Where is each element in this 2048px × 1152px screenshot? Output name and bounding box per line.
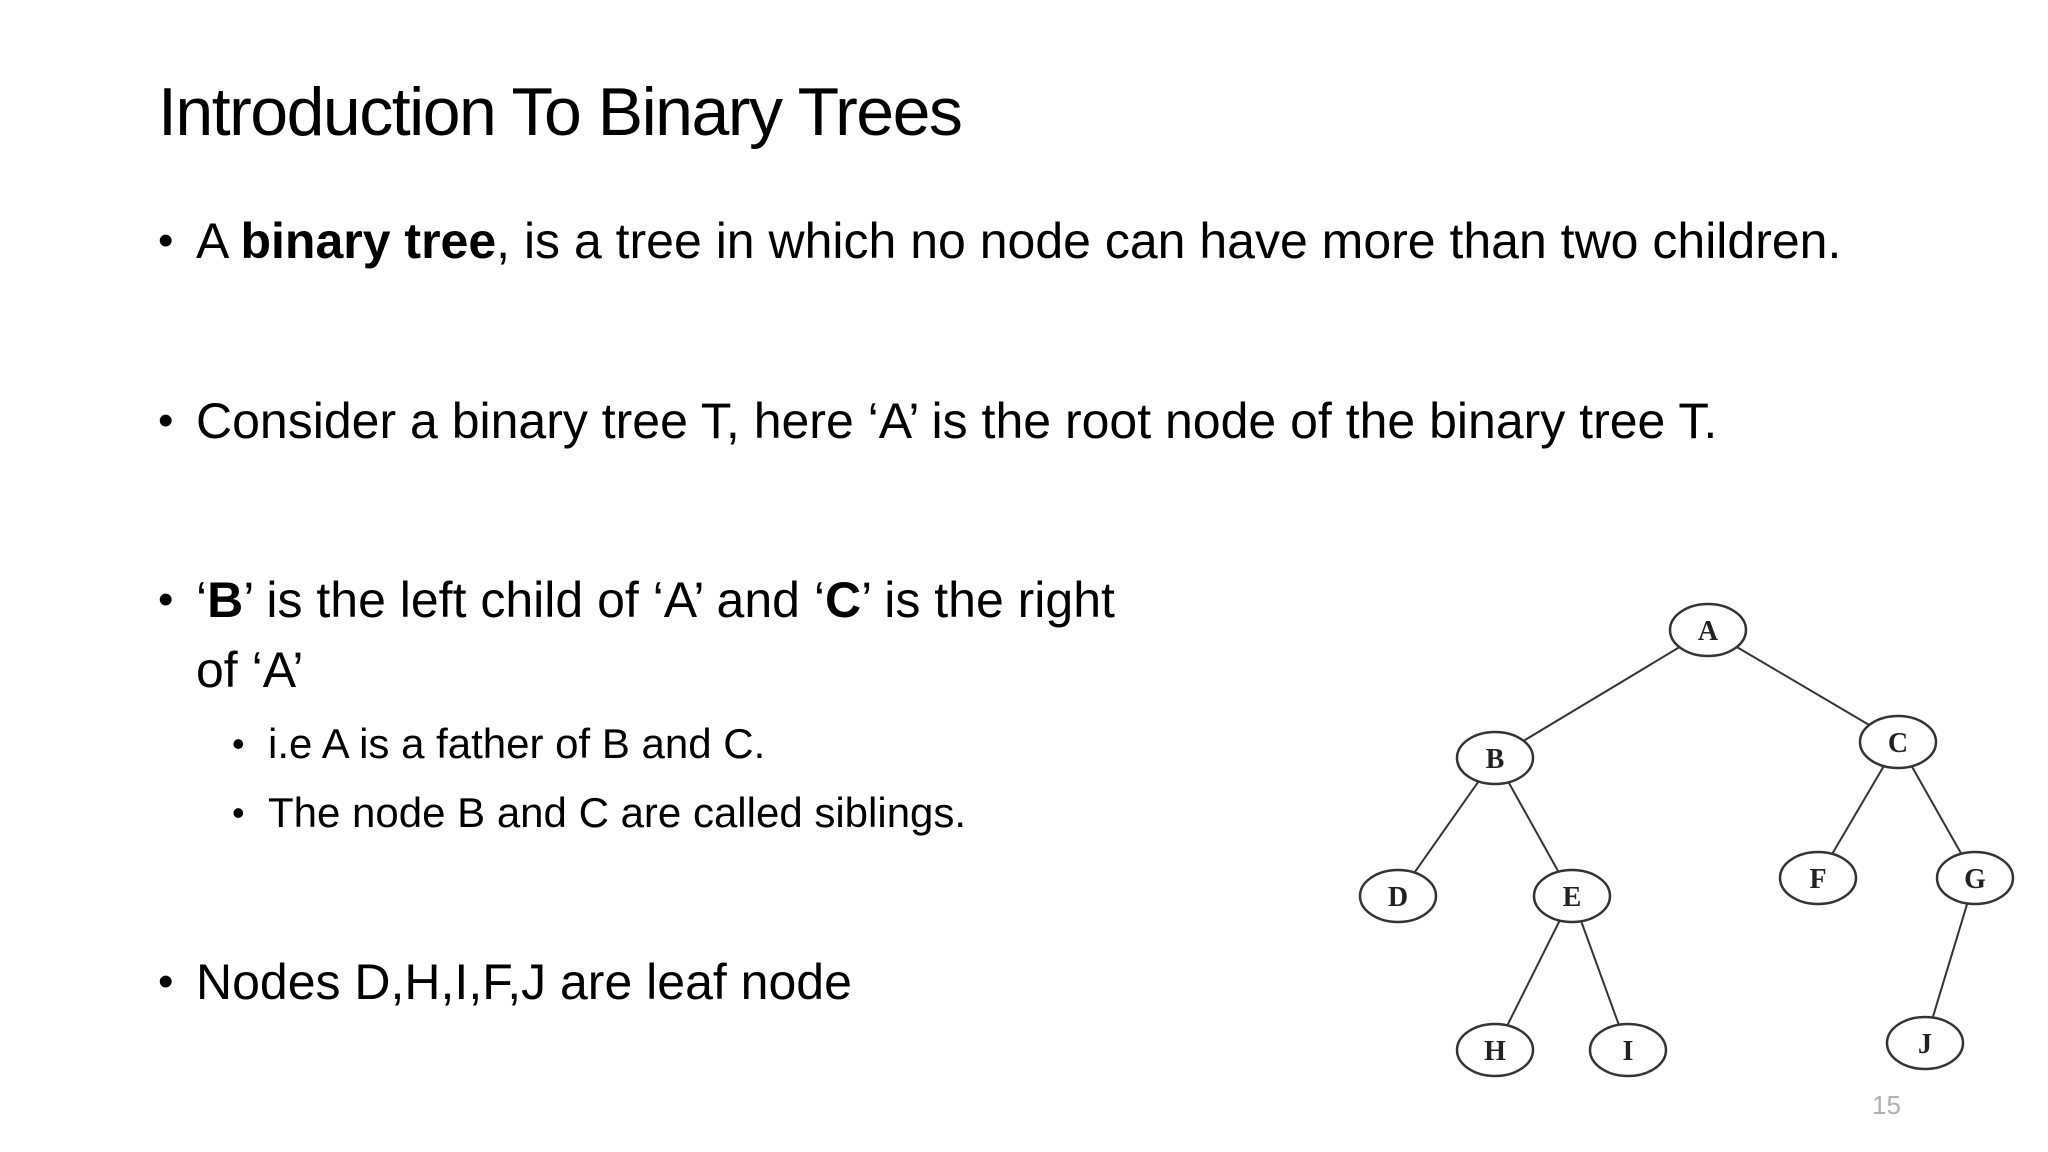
- tree-node-label: B: [1486, 744, 1505, 775]
- bullet-dot: •: [158, 216, 174, 265]
- tree-node-j: J: [1885, 1015, 1965, 1071]
- tree-node-ellipse: [1588, 1022, 1668, 1078]
- tree-node-ellipse: [1778, 850, 1858, 906]
- tree-edge-e-h: [1506, 920, 1561, 1026]
- tree-node-h: H: [1455, 1022, 1535, 1078]
- tree-node-ellipse: [1532, 868, 1612, 924]
- bullet-text-middle: ’ is the left child of ‘A’ and ‘: [243, 572, 825, 628]
- tree-node-label: F: [1809, 864, 1826, 895]
- tree-edge-c-g: [1910, 765, 1963, 855]
- bullet-text: ‘B’ is the left child of ‘A’ and ‘C’ is …: [196, 565, 1115, 705]
- tree-edge-e-i: [1580, 920, 1620, 1026]
- tree-edge-g-j: [1931, 903, 1969, 1018]
- sub-bullet-dot: •: [232, 723, 245, 764]
- bold-term-binary-tree: binary tree: [240, 213, 497, 269]
- tree-node-b: B: [1455, 730, 1535, 786]
- bullet-text-end: ’ is the right: [861, 572, 1115, 628]
- tree-node-label: G: [1964, 864, 1986, 895]
- binary-tree-diagram: A B C D E F G H I J: [1358, 602, 2015, 1078]
- tree-node-label: D: [1388, 882, 1408, 913]
- tree-node-ellipse: [1935, 850, 2015, 906]
- tree-node-label: C: [1888, 728, 1908, 759]
- tree-node-ellipse: [1455, 1022, 1535, 1078]
- tree-node-label: J: [1918, 1029, 1932, 1060]
- tree-edge-b-d: [1413, 780, 1480, 874]
- slide-title: Introduction To Binary Trees: [158, 74, 963, 150]
- bullet-dot: •: [158, 396, 174, 445]
- bold-node-b: B: [207, 572, 244, 628]
- tree-edge-a-b: [1523, 646, 1680, 742]
- bullet-dot: •: [158, 575, 174, 624]
- tree-node-c: C: [1858, 714, 1938, 770]
- bullet-text: Nodes D,H,I,F,J are leaf node: [196, 954, 852, 1010]
- tree-node-label: A: [1698, 616, 1719, 647]
- sub-bullet-text: i.e A is a father of B and C.: [268, 720, 766, 767]
- sub-bullet-text: The node B and C are called siblings.: [268, 789, 967, 836]
- tree-node-ellipse: [1358, 868, 1438, 924]
- page-number: 15: [1872, 1090, 1901, 1120]
- tree-node-a: A: [1668, 602, 1748, 658]
- bullet-text-line2: of ‘A’: [196, 642, 304, 698]
- sub-bullet-dot: •: [232, 792, 245, 833]
- bullet-text-pre: A: [196, 213, 241, 269]
- tree-node-i: I: [1588, 1022, 1668, 1078]
- bullet-dot: •: [158, 957, 174, 1006]
- bullet-text-post: , is a tree in which no node can have mo…: [496, 213, 1842, 269]
- tree-node-ellipse: [1885, 1015, 1965, 1071]
- tree-edge-a-c: [1736, 646, 1870, 726]
- tree-node-label: H: [1484, 1036, 1506, 1067]
- tree-edge-b-e: [1507, 781, 1560, 873]
- tree-node-ellipse: [1858, 714, 1938, 770]
- tree-node-g: G: [1935, 850, 2015, 906]
- quote-open: ‘: [196, 572, 208, 628]
- tree-node-label: E: [1563, 882, 1582, 913]
- bullet-text: A binary tree, is a tree in which no nod…: [196, 206, 1841, 276]
- tree-node-ellipse: [1668, 602, 1748, 658]
- tree-node-label: I: [1623, 1036, 1634, 1067]
- bold-node-c: C: [824, 572, 862, 628]
- tree-node-d: D: [1358, 868, 1438, 924]
- tree-node-e: E: [1532, 868, 1612, 924]
- tree-node-f: F: [1778, 850, 1858, 906]
- bullet-text: Consider a binary tree T, here ‘A’ is th…: [196, 393, 1718, 449]
- tree-node-ellipse: [1455, 730, 1535, 786]
- tree-edge-c-f: [1831, 765, 1885, 855]
